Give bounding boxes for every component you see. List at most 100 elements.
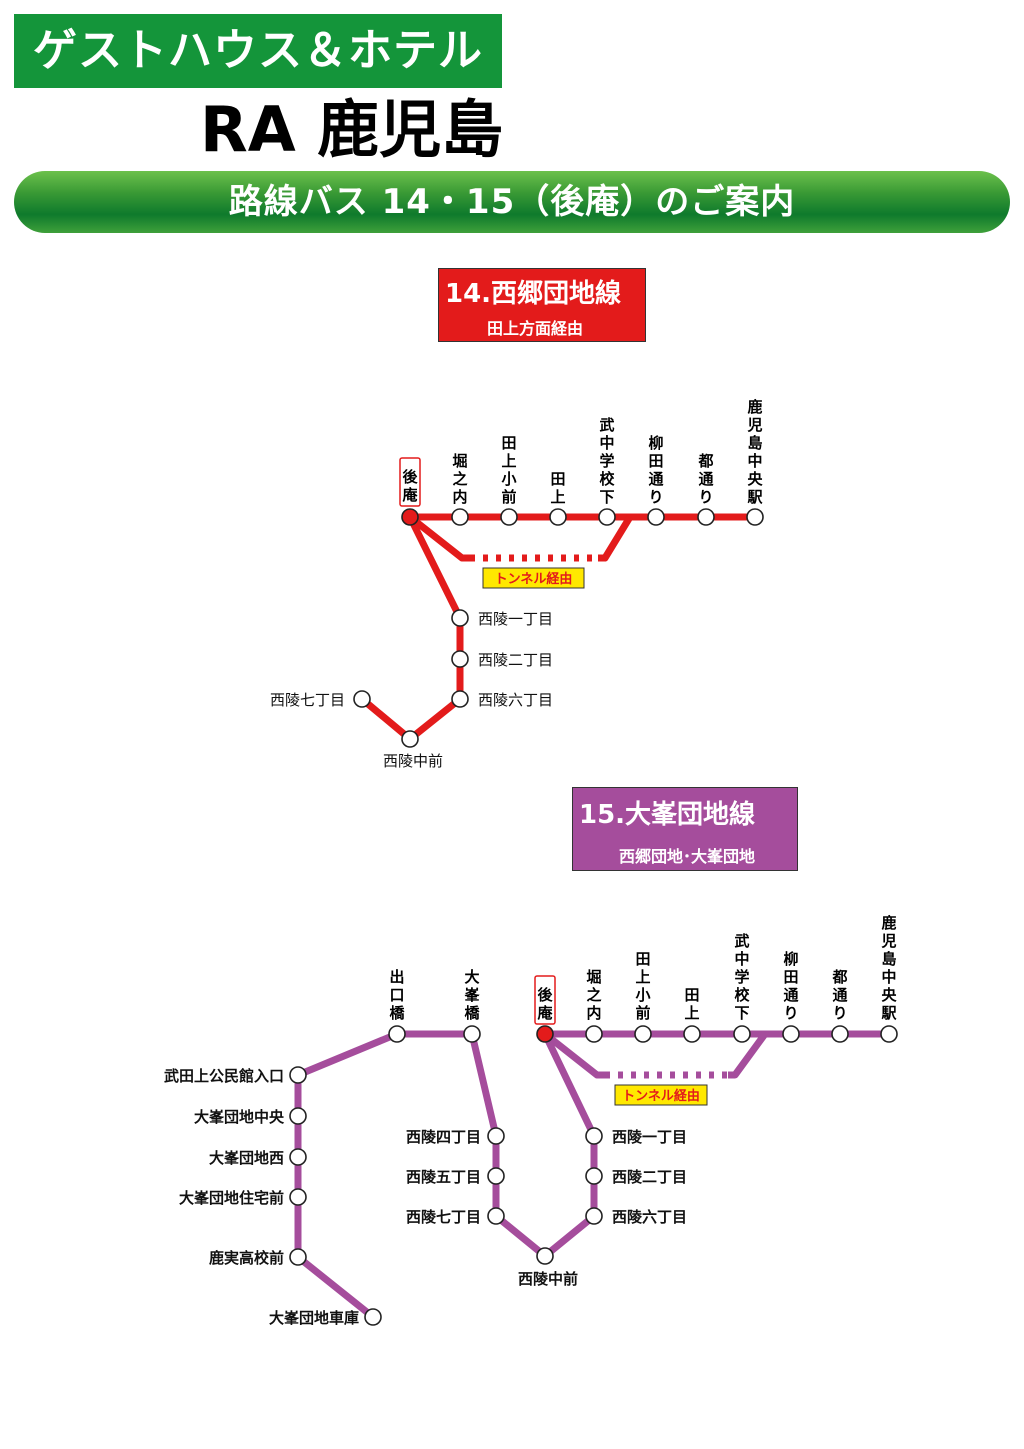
svg-text:堀: 堀 bbox=[452, 452, 467, 470]
route15-right-stop bbox=[585, 1127, 603, 1145]
svg-text:鹿: 鹿 bbox=[747, 398, 762, 416]
route14-bottom-stop bbox=[401, 730, 419, 748]
svg-text:通: 通 bbox=[698, 470, 713, 488]
route14-tunnel-label: トンネル経由 bbox=[495, 571, 573, 587]
route14-top-stop bbox=[500, 508, 518, 526]
route14-top-stop bbox=[647, 508, 665, 526]
route15-middle-label: 西陵七丁目 bbox=[406, 1208, 481, 1226]
svg-text:小: 小 bbox=[635, 986, 650, 1004]
route14-tunnel-solid bbox=[407, 514, 633, 562]
route15-top-stop bbox=[831, 1025, 849, 1043]
svg-text:柳: 柳 bbox=[783, 950, 798, 968]
svg-text:上: 上 bbox=[550, 488, 565, 506]
route15-right-label: 西陵一丁目 bbox=[612, 1128, 687, 1146]
route14-branch-stop bbox=[451, 609, 469, 627]
route15-tunnel-label: トンネル経由 bbox=[622, 1088, 700, 1104]
svg-text:上: 上 bbox=[635, 968, 650, 986]
route15-terminal-label: 後庵 bbox=[536, 986, 553, 1022]
svg-text:柳: 柳 bbox=[648, 434, 663, 452]
route15-left-stop bbox=[289, 1066, 307, 1084]
svg-text:大: 大 bbox=[464, 968, 479, 986]
route15-top-stop bbox=[880, 1025, 898, 1043]
svg-text:庵: 庵 bbox=[537, 1004, 553, 1022]
route14-top-stop bbox=[746, 508, 764, 526]
route14-top-stop bbox=[697, 508, 715, 526]
route14-title: 14.西郷団地線 bbox=[445, 279, 622, 309]
svg-text:り: り bbox=[832, 1004, 847, 1022]
route15-upper-stop bbox=[388, 1025, 406, 1043]
route15-left-label: 武田上公民館入口 bbox=[164, 1067, 284, 1085]
route15-middle-label: 西陵四丁目 bbox=[406, 1128, 481, 1146]
route14-top-stop bbox=[549, 508, 567, 526]
route15-left-stop bbox=[364, 1308, 382, 1326]
route14-tunnel-label-box bbox=[482, 567, 585, 589]
route15-title: 15.大峯団地線 bbox=[579, 800, 756, 830]
route15-subtitle: 西郷団地･大峯団地 bbox=[619, 847, 756, 866]
route15-middle-stop bbox=[487, 1207, 505, 1225]
svg-text:鹿: 鹿 bbox=[881, 914, 896, 932]
route14-bottom-label: 西陵中前 bbox=[383, 752, 443, 770]
svg-text:駅: 駅 bbox=[880, 1004, 897, 1022]
route15-terminal-stop bbox=[536, 1025, 554, 1043]
route15-left-label: 大峯団地住宅前 bbox=[179, 1189, 284, 1207]
svg-text:田: 田 bbox=[501, 434, 516, 452]
svg-text:駅: 駅 bbox=[746, 488, 763, 506]
svg-text:堀: 堀 bbox=[586, 968, 601, 986]
svg-text:校: 校 bbox=[599, 470, 615, 488]
route15-left-stop bbox=[289, 1148, 307, 1166]
svg-text:前: 前 bbox=[635, 1004, 650, 1022]
route15-left-label: 大峯団地西 bbox=[209, 1149, 284, 1167]
svg-text:都: 都 bbox=[697, 452, 713, 470]
svg-text:中: 中 bbox=[734, 950, 749, 968]
route15-bottom-label: 西陵中前 bbox=[518, 1270, 578, 1288]
svg-text:央: 央 bbox=[881, 986, 897, 1004]
route15-left-stop bbox=[289, 1107, 307, 1125]
svg-text:り: り bbox=[783, 1004, 798, 1022]
route14-branch-label: 西陵一丁目 bbox=[478, 610, 553, 628]
svg-text:之: 之 bbox=[586, 986, 601, 1004]
route14-top-stop bbox=[451, 508, 469, 526]
svg-text:内: 内 bbox=[452, 488, 467, 506]
route14-subtitle: 田上方面経由 bbox=[487, 319, 584, 338]
route14-end-label: 西陵七丁目 bbox=[270, 691, 345, 709]
svg-text:通: 通 bbox=[832, 986, 847, 1004]
route14-terminal-label-frame bbox=[399, 457, 421, 507]
svg-text:口: 口 bbox=[389, 986, 404, 1004]
svg-text:島: 島 bbox=[881, 950, 896, 968]
svg-text:田: 田 bbox=[635, 950, 650, 968]
svg-text:学: 学 bbox=[599, 452, 614, 470]
hotel-name: RA 鹿児島 bbox=[200, 93, 504, 166]
svg-text:田: 田 bbox=[550, 470, 565, 488]
svg-text:後: 後 bbox=[536, 986, 553, 1004]
route15-top-stop bbox=[733, 1025, 751, 1043]
svg-text:中: 中 bbox=[881, 968, 896, 986]
svg-text:児: 児 bbox=[880, 932, 896, 950]
route15-left-label: 大峯団地中央 bbox=[194, 1108, 285, 1126]
route15-title-box: 15.大峯団地線 西郷団地･大峯団地 bbox=[572, 787, 798, 871]
route15-right-label: 西陵二丁目 bbox=[612, 1168, 687, 1186]
svg-text:峯: 峯 bbox=[463, 986, 480, 1004]
svg-text:児: 児 bbox=[746, 416, 762, 434]
route15-middle-stop bbox=[487, 1127, 505, 1145]
route15-top-label: 田上 bbox=[684, 986, 699, 1022]
svg-text:下: 下 bbox=[734, 1004, 749, 1022]
svg-text:武: 武 bbox=[734, 932, 749, 950]
route14-terminal-stop bbox=[401, 508, 419, 526]
route14-end-stop bbox=[353, 690, 371, 708]
route15-upper-label: 出口橋 bbox=[389, 968, 405, 1022]
guide-banner-text: 路線バス 14・15（後庵）のご案内 bbox=[228, 182, 796, 222]
route15-right-label: 西陵六丁目 bbox=[612, 1208, 687, 1226]
svg-text:校: 校 bbox=[734, 986, 750, 1004]
route14-top-label: 堀之内 bbox=[452, 452, 467, 506]
svg-text:島: 島 bbox=[747, 434, 762, 452]
route14-branch-stop bbox=[451, 690, 469, 708]
svg-text:内: 内 bbox=[586, 1004, 601, 1022]
route14-top-label: 田上 bbox=[550, 470, 565, 506]
